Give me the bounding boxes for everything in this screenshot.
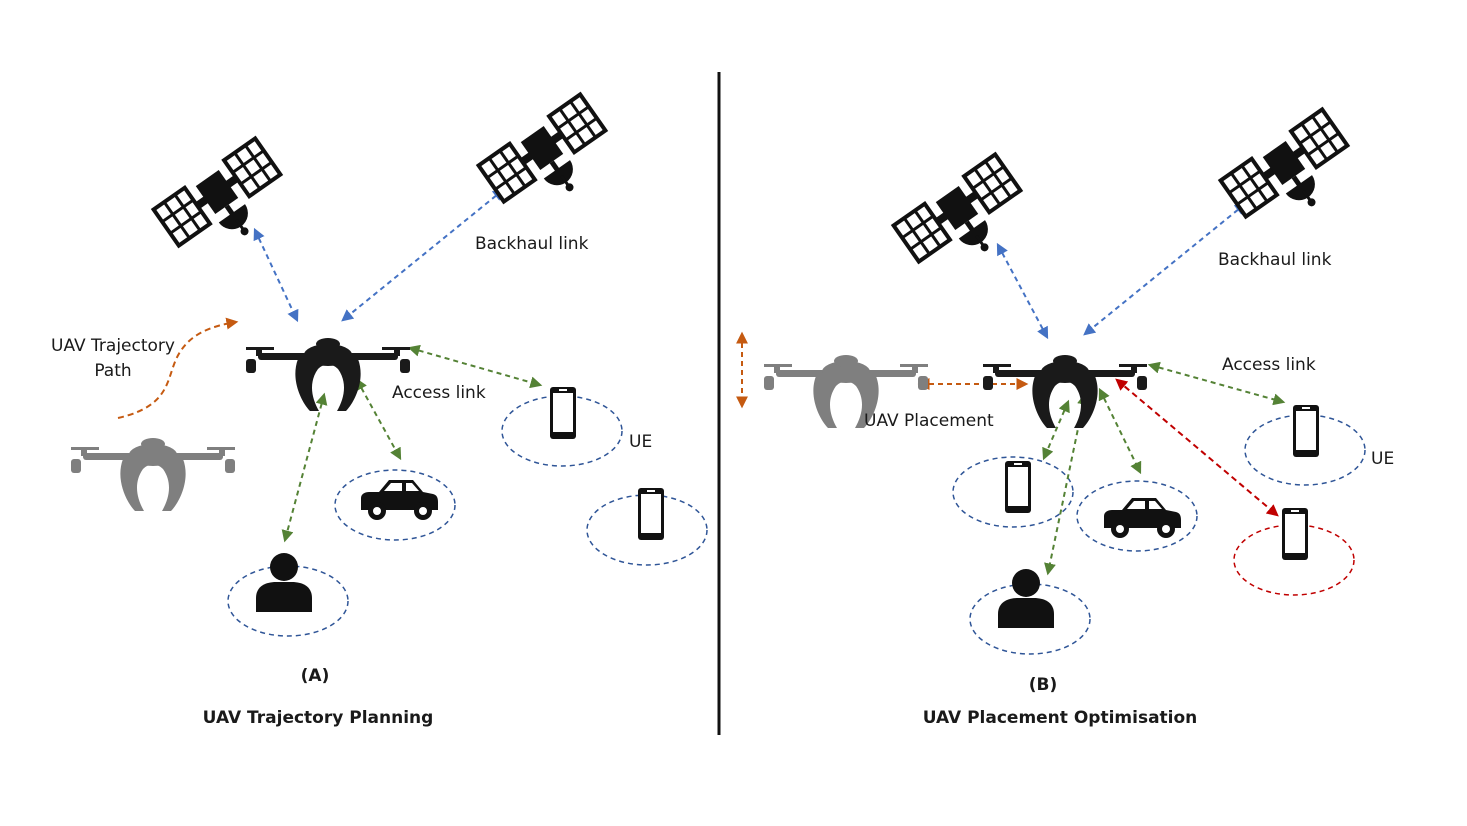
car-icon <box>1104 498 1181 538</box>
backhaul-link-arrow <box>341 188 505 322</box>
access-link-arrow <box>281 392 328 543</box>
ue-label: UE <box>1371 449 1394 469</box>
backhaul-link-label: Backhaul link <box>475 234 589 254</box>
placement-label: UAV Placement <box>864 411 994 431</box>
panel-a: UAV Trajectory Path Backhaul link Access… <box>51 94 708 728</box>
access-link-arrow <box>1098 387 1142 475</box>
lost-link-arrow <box>1115 378 1279 517</box>
access-link-label: Access link <box>1222 355 1316 375</box>
satellite-icon <box>479 94 623 226</box>
panel-b: UAV Placement Backhaul link Access link … <box>736 109 1394 728</box>
trajectory-label: Path <box>94 361 131 381</box>
caption-letter: (B) <box>1029 675 1058 695</box>
access-link-arrow <box>407 344 543 389</box>
drone-icon <box>983 355 1147 428</box>
smartphone-icon <box>1005 461 1031 513</box>
backhaul-link-label: Backhaul link <box>1218 250 1332 270</box>
drone-icon <box>246 338 410 411</box>
smartphone-icon <box>638 488 664 540</box>
car-icon <box>361 480 438 520</box>
coverage-ring <box>334 469 456 541</box>
caption-letter: (A) <box>301 666 330 686</box>
ue-label: UE <box>629 432 652 452</box>
smartphone-icon <box>550 387 576 439</box>
drone-ghost-icon <box>71 438 235 511</box>
satellite-icon <box>154 138 298 270</box>
satellite-icon <box>894 154 1038 286</box>
trajectory-label: UAV Trajectory <box>51 336 175 356</box>
person-icon <box>998 569 1054 628</box>
satellite-icon <box>1221 109 1365 241</box>
access-link-arrow <box>355 377 402 461</box>
backhaul-link-arrow <box>253 227 299 323</box>
backhaul-link-arrow <box>1083 202 1247 336</box>
smartphone-icon <box>1282 508 1308 560</box>
caption-title: UAV Placement Optimisation <box>923 708 1198 728</box>
access-link-label: Access link <box>392 383 486 403</box>
person-icon <box>256 553 312 612</box>
smartphone-icon <box>1293 405 1319 457</box>
backhaul-link-arrow <box>996 242 1049 340</box>
caption-title: UAV Trajectory Planning <box>203 708 434 728</box>
